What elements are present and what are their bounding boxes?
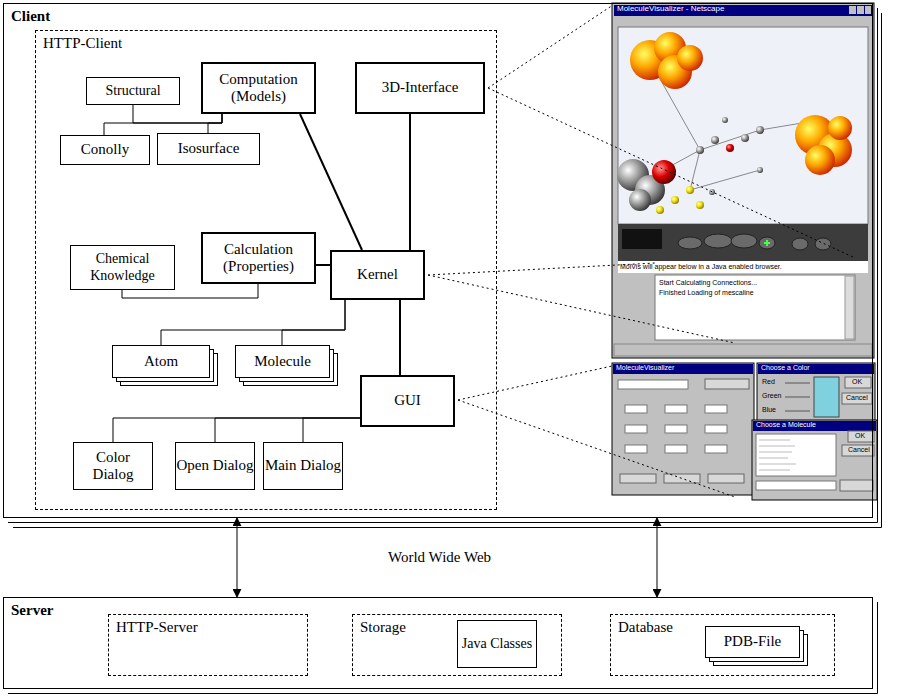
class-box: Structural [86,77,180,105]
group-heading: HTTP-Server [116,619,198,636]
window-title: MoleculeVisualizer [616,364,674,372]
class-box: Main Dialog [263,442,343,490]
group-box: HTTP-ClientComputation (Models) Structura… [35,30,497,510]
box-label: Color Dialog [74,449,152,484]
box-label: Main Dialog [265,457,341,474]
button-label: Cancel [846,394,868,402]
class-box: Chemical Knowledge [70,245,175,290]
connector [316,264,330,266]
connector [282,300,345,345]
window-title: MoleculeVisualizer - Netscape [617,5,724,14]
connector [657,518,658,597]
group-heading: Server [11,602,53,619]
button-label: OK [855,432,865,440]
class-box: Java Classes [457,620,537,668]
connector [409,114,411,250]
stacked-box: PDB-File [705,626,800,658]
group-heading: Storage [360,619,406,636]
client-frame: ClientHTTP-ClientComputation (Models) Str… [3,3,873,518]
group-heading: Database [618,619,673,636]
module-box: GUI [360,375,455,427]
network-label: World Wide Web [388,549,491,566]
connector [104,114,222,135]
browser-screenshot [612,3,874,358]
group-box: StorageJava Classes [352,614,562,676]
connector [215,418,360,442]
box-label: Structural [105,83,160,99]
connector [303,418,360,442]
box-label: Computation (Models) [203,71,314,106]
box-label: 3D-Interface [382,79,459,96]
box-label: Chemical Knowledge [71,251,174,283]
stacked-box: Atom [112,345,210,378]
box-label: Open Dialog [176,457,253,474]
module-box: Computation (Models) [201,62,316,114]
log-line: Start Calculating Connections... [659,279,757,287]
box-label: Kernel [357,266,398,283]
button-label: Cancel [848,446,870,454]
connector [300,114,362,250]
leader-line [428,5,855,497]
group-heading: Client [11,8,50,25]
server-frame: ServerHTTP-Server StorageJava Classes Data… [3,597,873,689]
box-label: PDB-File [724,633,782,650]
window-title: Choose a Molecule [756,421,816,429]
status-text: MolVis will appear below in a Java enabl… [620,263,782,271]
box-label: Conolly [81,141,129,158]
box-label: Java Classes [462,636,532,652]
class-box: Conolly [60,135,150,165]
connector [237,518,238,597]
module-box: Calculation (Properties) [201,232,316,284]
connector [113,418,360,442]
box-label: GUI [394,392,421,409]
stacked-box: Molecule [235,345,330,378]
box-label: Atom [144,353,178,370]
connector [161,300,345,345]
dialog-screenshots [612,363,877,500]
group-box: DatabasePDB-File [610,614,835,676]
box-label: Molecule [254,353,311,370]
group-box: HTTP-Server [108,614,308,676]
box-label: Calculation (Properties) [203,241,314,276]
frame-shadow [8,8,882,694]
module-box: 3D-Interface [355,62,485,114]
window-title: Choose a Color [761,364,810,372]
button-label: OK [852,378,862,386]
log-line: Finished Loading of mescaline [659,289,754,297]
connector [208,114,222,133]
class-box: Color Dialog [73,442,153,490]
group-heading: HTTP-Client [43,35,122,52]
slider-label: Blue [762,406,776,414]
class-box: Isosurface [157,133,260,165]
box-label: Isosurface [178,140,240,157]
slider-label: Red [762,378,775,386]
connector [399,300,401,375]
class-box: Open Dialog [175,442,255,490]
module-box: Kernel [330,250,425,300]
slider-label: Green [762,392,781,400]
